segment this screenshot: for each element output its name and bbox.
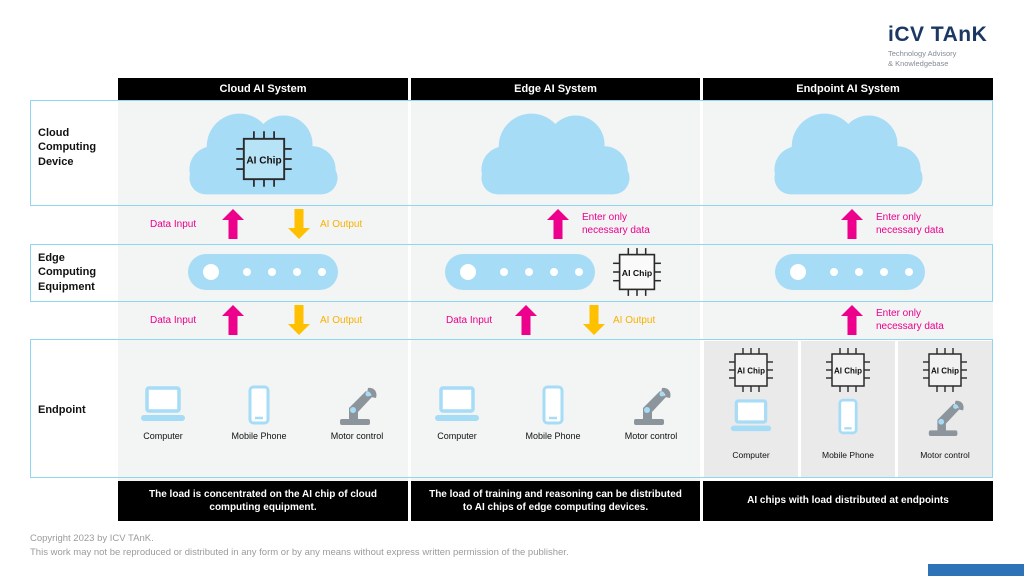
ai-chip-label: AI Chip bbox=[622, 268, 652, 278]
device-dot bbox=[550, 268, 558, 276]
edge-server-icon bbox=[188, 254, 338, 290]
robot-arm-icon bbox=[634, 387, 671, 425]
down-arrow-icon bbox=[583, 305, 605, 335]
column-header-endpoint: Endpoint AI System bbox=[703, 78, 993, 100]
ai-chip-icon: AI Chip bbox=[236, 131, 292, 187]
logo-tagline-2: & Knowledgebase bbox=[888, 58, 949, 68]
device-port-circle bbox=[790, 264, 806, 280]
row-label-cloud-computing-device: Cloud Computing Device bbox=[38, 127, 97, 168]
data-input-label: Data Input bbox=[150, 315, 197, 326]
cloud-icon bbox=[774, 113, 923, 195]
edge-server-icon bbox=[445, 254, 595, 290]
enter-only-label: Enter only necessary data bbox=[876, 211, 944, 237]
footer-accent-bar bbox=[928, 564, 1024, 576]
caption-cloud: The load is concentrated on the AI chip … bbox=[118, 481, 408, 521]
ai-chip-icon: AI Chip bbox=[923, 348, 967, 392]
ai-chip-icon: AI Chip bbox=[613, 248, 661, 296]
up-arrow-icon bbox=[547, 209, 569, 239]
down-arrow-icon bbox=[288, 209, 310, 239]
device-dot bbox=[268, 268, 276, 276]
edge-server-icon bbox=[775, 254, 925, 290]
column-header-edge: Edge AI System bbox=[411, 78, 700, 100]
cloud-icon bbox=[481, 113, 630, 195]
device-dot bbox=[575, 268, 583, 276]
enter-only-line2: necessary data bbox=[876, 321, 944, 332]
enter-only-line1: Enter only bbox=[876, 308, 922, 319]
mobile-phone-icon bbox=[248, 385, 270, 425]
ai-chip-label: AI Chip bbox=[737, 367, 765, 376]
robot-arm-icon bbox=[340, 387, 377, 425]
ai-output-label: AI Output bbox=[320, 315, 363, 326]
data-input-label: Data Input bbox=[446, 315, 493, 326]
ai-output-label: AI Output bbox=[320, 219, 363, 230]
device-dot bbox=[525, 268, 533, 276]
row-label-edge-computing-equipment: Edge Computing Equipment bbox=[38, 252, 97, 293]
up-arrow-icon bbox=[222, 305, 244, 335]
device-dot bbox=[880, 268, 888, 276]
device-dot bbox=[830, 268, 838, 276]
row-band-edge-equipment bbox=[30, 244, 993, 302]
endpoint-cell-motor bbox=[898, 341, 992, 477]
device-dot bbox=[500, 268, 508, 276]
column-header-cloud: Cloud AI System bbox=[118, 78, 408, 100]
device-dot bbox=[318, 268, 326, 276]
device-label-computer: Computer bbox=[732, 450, 770, 460]
copyright-line: Copyright 2023 by ICV TAnK. bbox=[30, 533, 154, 544]
data-input-label: Data Input bbox=[150, 219, 197, 230]
ai-chip-label: AI Chip bbox=[931, 367, 959, 376]
ai-chip-label: AI Chip bbox=[246, 155, 281, 166]
logo-tagline-1: Technology Advisory bbox=[888, 49, 957, 58]
enter-only-line2: necessary data bbox=[582, 225, 650, 236]
device-label-motor: Motor control bbox=[330, 431, 384, 441]
device-label-computer: Computer bbox=[437, 431, 477, 441]
mobile-phone-icon bbox=[542, 385, 564, 425]
laptop-icon bbox=[435, 386, 479, 421]
robot-arm-icon bbox=[928, 400, 964, 437]
device-label-computer: Computer bbox=[143, 431, 183, 441]
caption-edge: The load of training and reasoning can b… bbox=[411, 481, 700, 521]
laptop-icon bbox=[730, 399, 772, 432]
mobile-phone-icon bbox=[838, 398, 858, 435]
ai-chip-label: AI Chip bbox=[834, 367, 862, 376]
laptop-icon bbox=[141, 386, 185, 421]
caption-endpoint: AI chips with load distributed at endpoi… bbox=[703, 481, 993, 521]
device-label-motor: Motor control bbox=[920, 450, 970, 460]
device-dot bbox=[905, 268, 913, 276]
device-label-mobile: Mobile Phone bbox=[525, 431, 581, 441]
row-band-endpoint bbox=[30, 339, 993, 478]
logo-title: iCV TAnK bbox=[888, 23, 988, 46]
device-port-circle bbox=[460, 264, 476, 280]
up-arrow-icon bbox=[841, 305, 863, 335]
device-dot bbox=[293, 268, 301, 276]
row-label-endpoint: Endpoint bbox=[38, 404, 86, 416]
device-label-mobile: Mobile Phone bbox=[822, 450, 874, 460]
device-label-mobile: Mobile Phone bbox=[231, 431, 287, 441]
ai-chip-icon: AI Chip bbox=[729, 348, 773, 392]
up-arrow-icon bbox=[222, 209, 244, 239]
device-dot bbox=[243, 268, 251, 276]
up-arrow-icon bbox=[515, 305, 537, 335]
device-dot bbox=[855, 268, 863, 276]
enter-only-line1: Enter only bbox=[582, 212, 628, 223]
device-label-motor: Motor control bbox=[624, 431, 678, 441]
enter-only-label: Enter only necessary data bbox=[876, 307, 944, 333]
row-band-cloud-device bbox=[30, 100, 993, 206]
device-port-circle bbox=[203, 264, 219, 280]
ai-chip-icon: AI Chip bbox=[826, 348, 870, 392]
enter-only-label: Enter only necessary data bbox=[582, 211, 650, 237]
enter-only-line1: Enter only bbox=[876, 212, 922, 223]
up-arrow-icon bbox=[841, 209, 863, 239]
enter-only-line2: necessary data bbox=[876, 225, 944, 236]
ai-output-label: AI Output bbox=[613, 315, 656, 326]
down-arrow-icon bbox=[288, 305, 310, 335]
copyright-notice: This work may not be reproduced or distr… bbox=[30, 547, 569, 558]
logo: iCV TAnK Technology Advisory & Knowledge… bbox=[888, 24, 1018, 68]
cloud-icon bbox=[189, 113, 338, 195]
